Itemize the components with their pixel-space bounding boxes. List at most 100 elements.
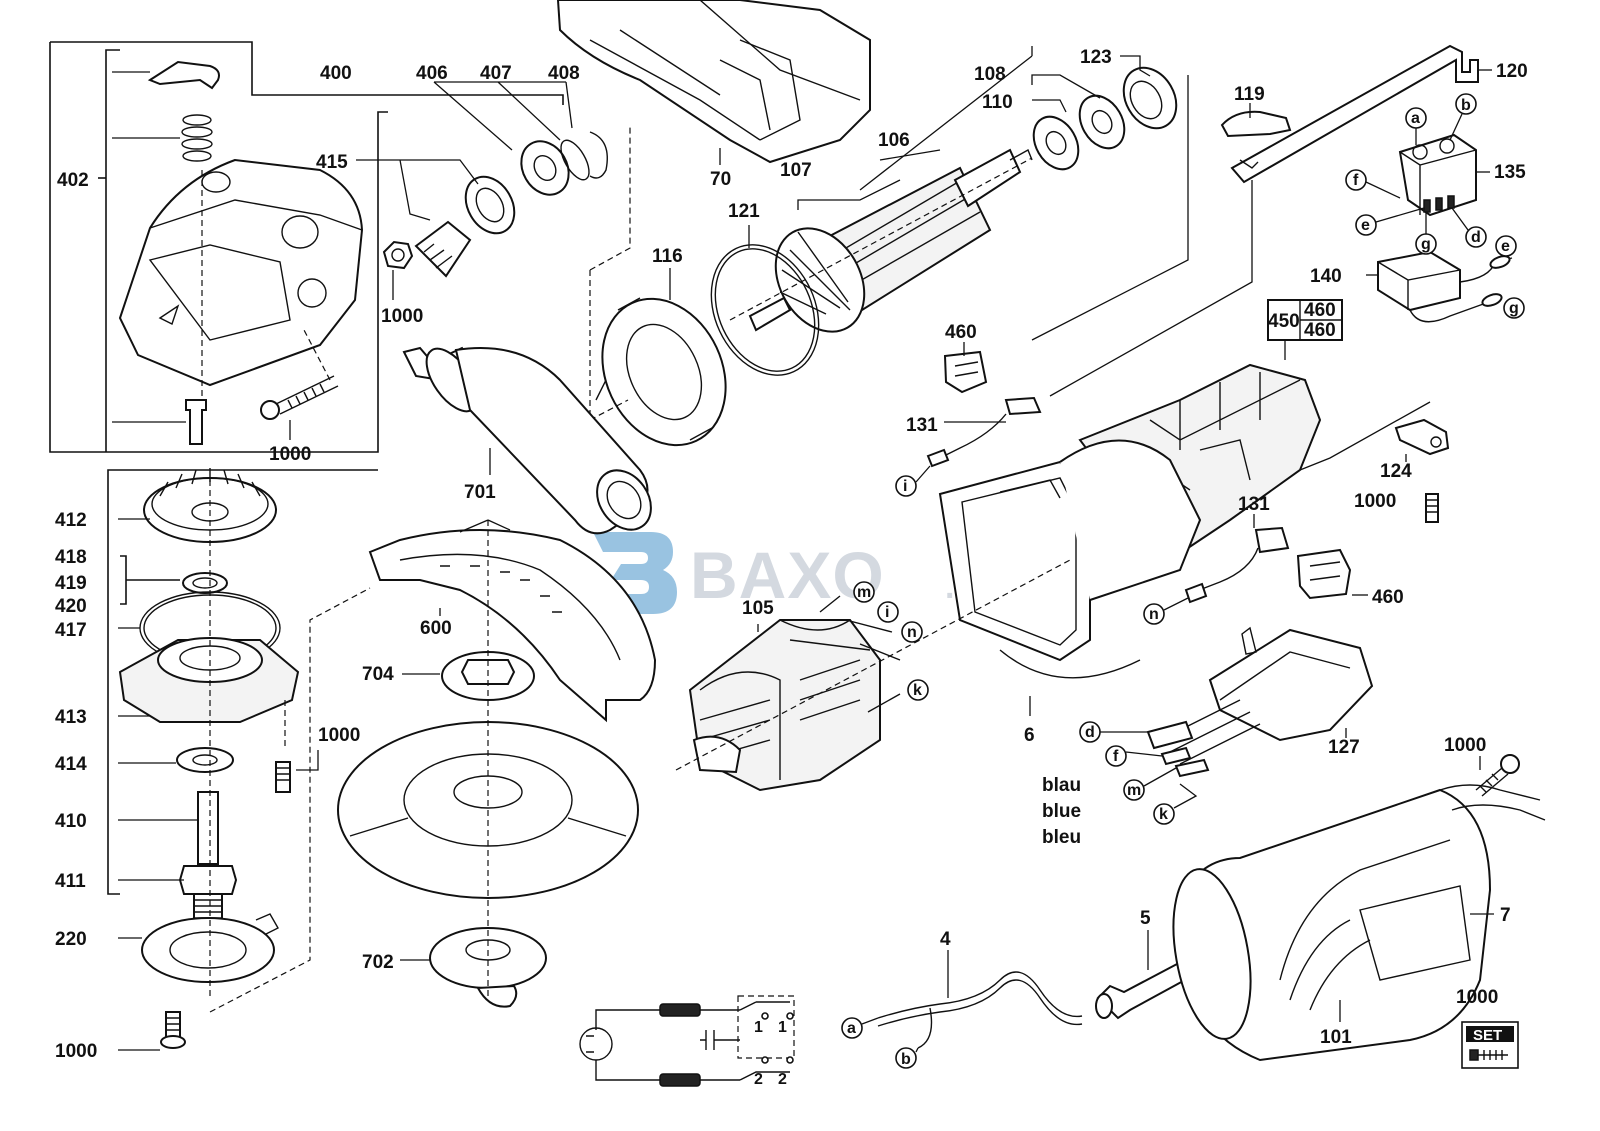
label-1000-220: 1000 [55,1041,97,1062]
bearing-110 [1032,115,1080,171]
label-418: 418 [55,547,87,568]
label-460-a: 460 [1304,300,1336,321]
label-123: 123 [1080,47,1112,68]
schematic-pos-1b: 1 [778,1019,787,1036]
o-ring-121 [710,244,820,376]
callout-k-127: k [1153,783,1198,825]
handle-housing-7-101 [1172,784,1546,1062]
label-70: 70 [710,169,731,190]
label-1000-7: 1000 [1444,735,1486,756]
callout-i-131: i [895,465,931,497]
label-414: 414 [55,754,87,775]
label-135: 135 [1494,162,1526,183]
motor-housing-70 [556,0,871,165]
svg-text:a: a [1411,110,1420,127]
label-105: 105 [742,598,774,619]
screw-1000-housing [260,329,339,440]
callout-d-switch: d [1451,207,1487,248]
armature-106 [729,148,1033,333]
callout-i-105: i [877,601,899,623]
brush-holder-460-upper [943,350,988,394]
label-106: 106 [878,130,910,151]
bevel-gear-bearing-set [356,81,608,300]
label-702: 702 [362,952,394,973]
screw-1000-bottom [118,1011,186,1051]
label-450: 450 [1268,311,1300,332]
suppressor-127 [1146,626,1374,778]
callout-k-105: k [907,679,929,701]
field-coil-symbol-upper [659,1003,701,1017]
flange-704 [402,651,535,701]
schematic-pos-1a: 1 [754,1019,763,1036]
disc-axis-arrows [459,519,511,533]
svg-text:k: k [1159,806,1168,823]
set-badge-text: SET [1473,1027,1502,1044]
label-107: 107 [780,160,812,181]
svg-text:b: b [1461,97,1471,114]
label-121: 121 [728,201,760,222]
callout-m-127: m [1123,767,1177,801]
label-408: 408 [548,63,580,84]
svg-text:g: g [1421,236,1431,253]
label-460-b: 460 [1304,320,1336,341]
label-419: 419 [55,573,87,594]
label-1000-nut: 1000 [381,306,423,327]
lock-button-cap [147,60,220,90]
part-labels: 400 402 406 407 408 415 1000 1000 70 106… [55,47,1528,1062]
label-402: 402 [57,170,89,191]
side-handle-701 [402,346,652,535]
spindle-410-411 [118,791,238,925]
callout-e-switch: e [1355,207,1425,236]
label-110: 110 [982,92,1013,113]
callout-a-switch: a [1405,107,1427,145]
callout-f-127: f [1105,745,1163,767]
label-420: 420 [55,596,87,617]
svg-text:b: b [901,1051,911,1068]
svg-text:f: f [1113,748,1119,765]
switch-135 [1398,133,1490,217]
part-402-gear-housing-group [112,60,364,445]
svg-text:d: d [1471,229,1481,246]
label-6: 6 [1024,725,1035,746]
label-1000-screw: 1000 [269,444,311,465]
callout-e-140: e [1495,235,1517,257]
schematic-pos-2a: 2 [754,1071,763,1088]
label-124: 124 [1380,461,1412,482]
brush-131-upper [926,342,1042,468]
svg-text:m: m [1127,782,1141,799]
nut-1000 [382,240,414,270]
gear-412 [118,468,277,543]
guard-600 [368,529,657,723]
o-ring-121-and-ring-116 [589,125,820,447]
label-400: 400 [320,63,352,84]
label-108: 108 [974,64,1006,85]
label-460-c: 460 [945,322,977,343]
callout-f-switch: f [1345,169,1401,199]
switch-rod-120 [1230,44,1479,184]
washers-418-419-420 [120,555,228,605]
svg-text:e: e [1501,238,1510,255]
wire-color-note: blau blue bleu [1042,775,1081,848]
callout-m-105: m [853,581,875,603]
capacitor-140 [1366,250,1513,323]
label-4: 4 [940,929,951,950]
slide-button-119 [1220,110,1292,138]
svg-text:f: f [1353,172,1359,189]
label-120: 120 [1496,61,1528,82]
washer-414 [118,747,234,773]
plate-220 [118,913,279,983]
switch-rod-119-120 [1049,44,1492,397]
label-415: 415 [316,152,348,173]
callout-b-switch: b [1449,93,1477,141]
ball-bearing-407 [520,140,570,196]
color-note-line-1: blau [1042,775,1081,796]
power-cord-4 [877,950,1083,1049]
callout-a-cord: a [841,1017,879,1039]
label-131-a: 131 [906,415,938,436]
label-127: 127 [1328,737,1360,758]
clamp-124 [1394,418,1450,523]
label-1000-124: 1000 [1354,491,1396,512]
guard-link [209,587,371,1013]
callout-b-cord: b [895,1047,919,1069]
label-411: 411 [55,871,86,892]
